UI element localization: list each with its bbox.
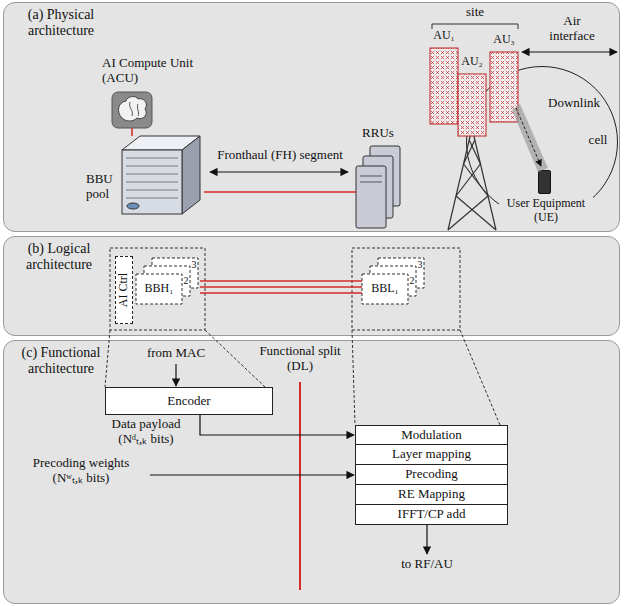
- output-label: to RF/AU: [380, 557, 474, 572]
- node-text: AU₂: [454, 55, 490, 69]
- acu-icon: [112, 92, 152, 128]
- site-label: site: [450, 5, 500, 20]
- node-text: (b) Logical architecture: [11, 241, 107, 273]
- interface-label: Air interface: [540, 14, 604, 44]
- process-box: RE Mapping: [355, 485, 508, 505]
- downlink-beam: [512, 104, 548, 172]
- node-text: AU₃: [486, 33, 522, 47]
- node-text: (c) Functional architecture: [11, 345, 111, 377]
- panel: (b) Logical architectureAI CtrlBBH₁23BBL…: [3, 236, 620, 336]
- air-interface-arrow: [522, 51, 617, 52]
- node-text: BBH₁: [136, 274, 182, 304]
- process-box: Layer mapping: [355, 445, 508, 465]
- rru-stack: [356, 146, 400, 228]
- connector: [200, 286, 362, 288]
- bbu-server: [122, 136, 200, 214]
- process-box: IFFT/CP add: [355, 505, 508, 525]
- node-text: BBU pool: [86, 172, 120, 202]
- node-text: 3: [190, 259, 198, 271]
- weights-arrow: [150, 474, 354, 475]
- split-line: [299, 382, 301, 590]
- antenna-tower: [448, 128, 496, 230]
- node-text: Precoding: [356, 465, 507, 484]
- rru-enclosure: [352, 248, 460, 330]
- cell-area: cellUser Equipment (UE): [466, 66, 618, 218]
- weights-label: Precoding weights (Nʷₜ,ₖ bits): [18, 456, 144, 486]
- rf-output-arrow: [426, 525, 427, 554]
- antenna-panels: [430, 48, 518, 136]
- node-text: Modulation: [356, 426, 507, 444]
- node-text: RE Mapping: [356, 485, 507, 504]
- input-label: from MAC: [130, 346, 222, 361]
- fh-link: [200, 292, 362, 294]
- bbl-stack: [362, 258, 424, 304]
- connector: [200, 415, 354, 435]
- node-text: BBL₁: [362, 274, 408, 304]
- node-text: 2: [182, 275, 190, 287]
- node-text: 2: [408, 275, 416, 287]
- mac-input-arrow: [175, 364, 176, 386]
- process-box: Precoding: [355, 465, 508, 485]
- connector: [204, 191, 356, 193]
- ai-controller: AI Ctrl: [115, 256, 133, 324]
- zoom-lines: [105, 330, 500, 425]
- panel: (a) Physical architecture AI Compute Unit…: [3, 2, 620, 232]
- downlink-arrow: [516, 108, 541, 166]
- process-box: Encoder: [105, 387, 273, 415]
- node-text: (a) Physical architecture: [11, 7, 111, 39]
- node-text: User Equipment (UE): [499, 197, 593, 225]
- node-text: 3: [416, 259, 424, 271]
- segment-label: Fronthaul (FH) segment: [214, 148, 346, 163]
- site-bracket: [432, 24, 518, 29]
- process-box: Modulation: [355, 425, 508, 445]
- node-text: Encoder: [106, 388, 272, 414]
- split-label: Functional split (DL): [255, 344, 345, 374]
- user-equipment: User Equipment (UE): [538, 170, 551, 194]
- node-text: AU₁: [426, 29, 462, 43]
- node-text: AI Ctrl: [117, 273, 131, 307]
- bbh-stack: [136, 258, 198, 304]
- fh-link: [200, 280, 362, 282]
- bbu-enclosure: [110, 248, 205, 330]
- node-text: IFFT/CP add: [356, 505, 507, 524]
- node-text: AI Compute Unit (ACU): [102, 56, 214, 86]
- connector: [131, 128, 133, 136]
- downlink-label: Downlink: [548, 96, 610, 111]
- fronthaul-arrow: [210, 171, 348, 172]
- payload-label: Data payload (Nᵈₜ,ₖ bits): [96, 417, 196, 447]
- node-text: Layer mapping: [356, 445, 507, 464]
- node-text: cell: [583, 133, 613, 148]
- node-text: RRUs: [352, 126, 404, 141]
